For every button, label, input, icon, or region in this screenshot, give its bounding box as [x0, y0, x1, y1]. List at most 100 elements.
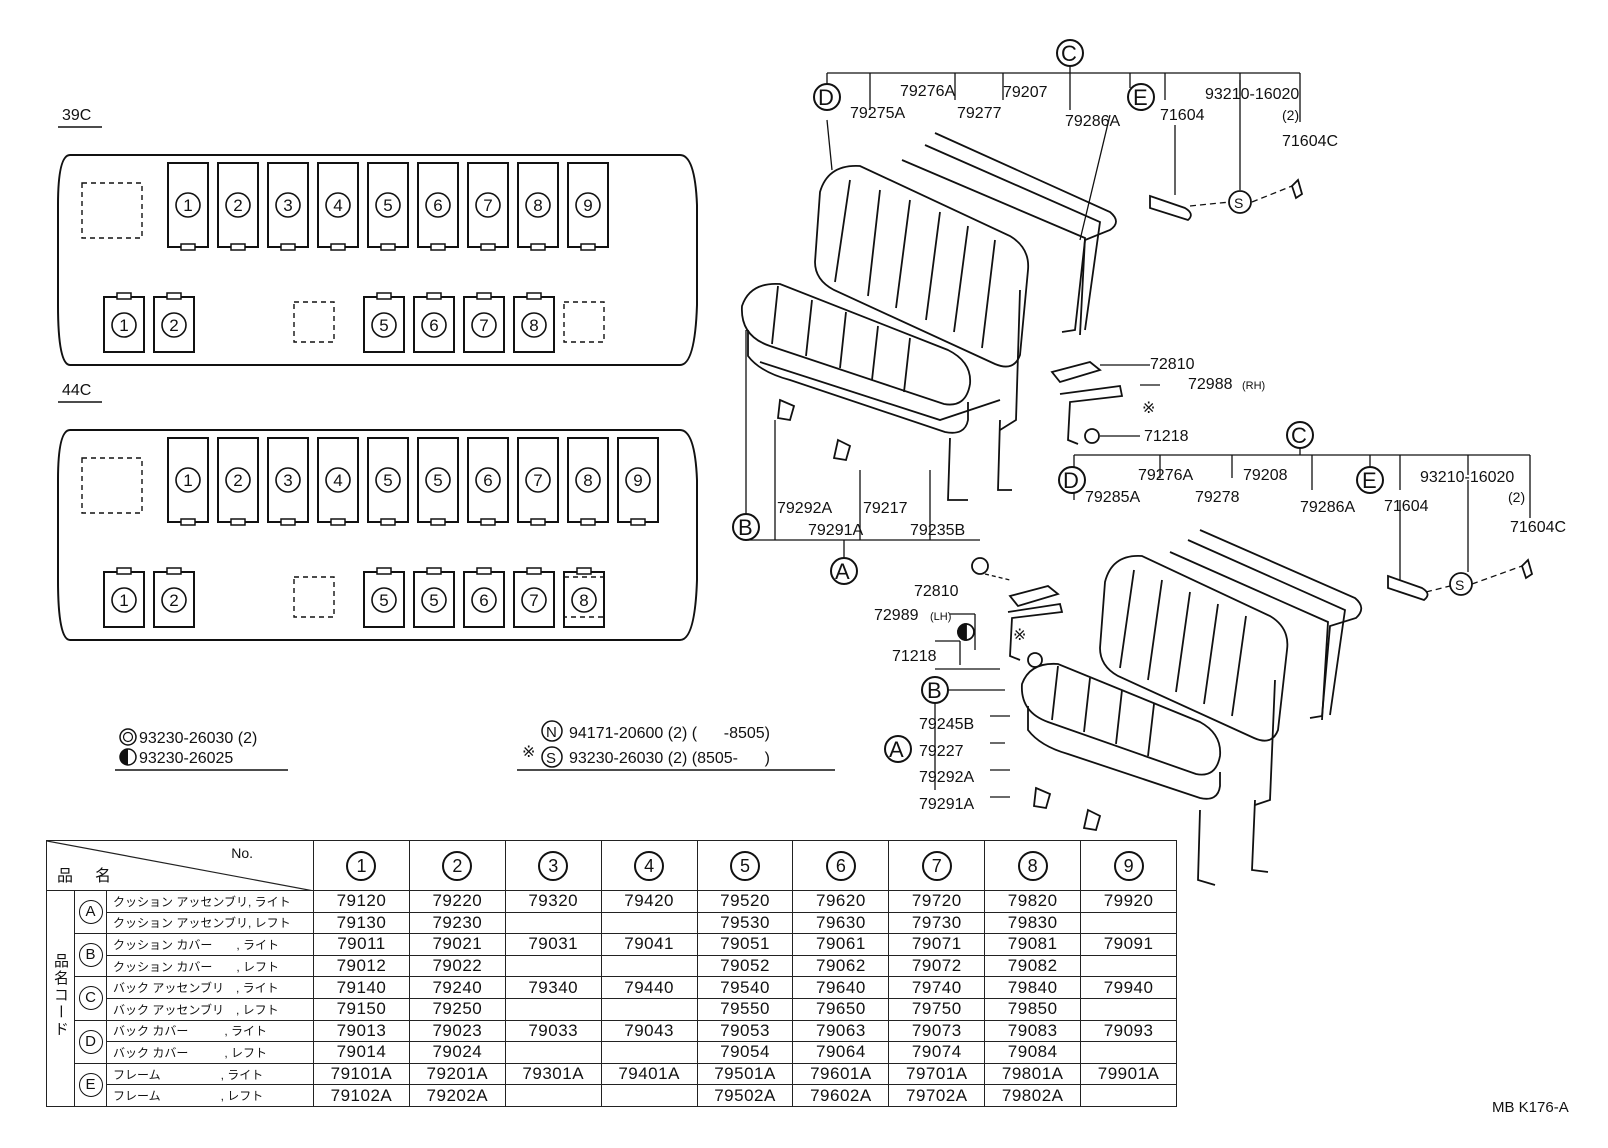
seat-number: 1: [119, 316, 128, 335]
svg-text:79292A: 79292A: [919, 769, 974, 786]
part-number: 79120: [313, 890, 410, 913]
part-name: バック カバー , レフト: [105, 1041, 315, 1064]
part-number: 79011: [313, 933, 410, 956]
n-note: 94171-20600 (2) ( -8505): [569, 725, 770, 742]
part-number: [504, 1084, 602, 1107]
part-number: 79023: [408, 1019, 506, 1043]
part-number: [1080, 997, 1178, 1021]
seat-number: 5: [383, 471, 392, 490]
bus-outline: [57, 429, 698, 641]
svg-text:79278: 79278: [1195, 489, 1240, 506]
seat-number: 2: [233, 471, 242, 490]
col-header: 3: [504, 840, 602, 891]
part-number: [600, 1041, 698, 1064]
part-number: [504, 911, 602, 935]
seat-number: 9: [583, 196, 592, 215]
svg-text:※: ※: [1142, 400, 1155, 417]
bus-outline: [57, 154, 698, 366]
part-number: 79602A: [792, 1084, 890, 1107]
svg-text:※: ※: [522, 744, 535, 761]
part-number: 79550: [696, 997, 794, 1021]
part-number: 79740: [888, 976, 986, 999]
col-header: 4: [600, 840, 698, 891]
seat-number: 8: [579, 591, 588, 610]
svg-text:79217: 79217: [863, 500, 908, 517]
svg-text:C: C: [1061, 41, 1077, 66]
part-name: バック アッセンブリ , ライト: [105, 976, 315, 999]
part-number: 79083: [984, 1019, 1082, 1043]
group-code: A: [74, 889, 107, 935]
part-number: 79520: [696, 890, 794, 913]
svg-text:71604C: 71604C: [1510, 519, 1566, 536]
part-number: 79150: [313, 997, 410, 1021]
part-number: 79061: [792, 933, 890, 956]
part-number: [600, 997, 698, 1021]
part-number: 79071: [888, 933, 986, 956]
part-name: バック アッセンブリ , レフト: [105, 997, 315, 1021]
seat-number: 4: [333, 471, 342, 490]
part-name: フレーム , レフト: [105, 1084, 315, 1107]
svg-text:N: N: [546, 724, 557, 741]
lower-callouts: [934, 440, 1531, 798]
part-number: 79630: [792, 911, 890, 935]
part-number: 79043: [600, 1019, 698, 1043]
seat-number: 3: [283, 196, 292, 215]
part-number: 79230: [408, 911, 506, 935]
part-number: 79024: [408, 1041, 506, 1064]
part-number: 79091: [1080, 933, 1178, 956]
half-circle-note: 93230-26025: [139, 750, 233, 767]
part-number: 79202A: [408, 1084, 506, 1107]
figure-id: MB K176-A: [1492, 1099, 1569, 1116]
seat-number: 4: [333, 196, 342, 215]
part-number: 79081: [984, 933, 1082, 956]
part-number: 79420: [600, 890, 698, 913]
col-header: 2: [408, 840, 506, 891]
svg-text:※: ※: [1013, 627, 1026, 644]
part-number: 79401A: [600, 1062, 698, 1086]
part-number: 79850: [984, 997, 1082, 1021]
part-number: 79802A: [984, 1084, 1082, 1107]
part-number: [504, 997, 602, 1021]
part-number: 79073: [888, 1019, 986, 1043]
layout-label: 39C: [62, 107, 91, 124]
svg-text:71604: 71604: [1384, 498, 1429, 515]
svg-text:(RH): (RH): [1242, 380, 1265, 392]
part-number: 79940: [1080, 976, 1178, 999]
part-number: 79301A: [504, 1062, 602, 1086]
part-name: バック カバー , ライト: [105, 1019, 315, 1043]
part-number: [1080, 954, 1178, 978]
svg-text:B: B: [927, 678, 942, 703]
part-number: 79501A: [696, 1062, 794, 1086]
s-note: 93230-26030 (2) (8505- ): [569, 750, 770, 767]
part-number: [504, 954, 602, 978]
svg-text:71604C: 71604C: [1282, 133, 1338, 150]
part-number: [600, 1084, 698, 1107]
part-number: 79062: [792, 954, 890, 978]
part-name: クッション アッセンブリ, レフト: [105, 911, 315, 935]
layout-label: 44C: [62, 382, 91, 399]
svg-text:S: S: [546, 750, 556, 767]
part-number: [1080, 1084, 1178, 1107]
part-number: 79014: [313, 1041, 410, 1064]
part-number: 79140: [313, 976, 410, 999]
seat-number: 5: [433, 471, 442, 490]
part-number: 79093: [1080, 1019, 1178, 1043]
seat-number: 8: [533, 196, 542, 215]
svg-text:79286A: 79286A: [1300, 499, 1355, 516]
seat-number: 5: [429, 591, 438, 610]
seat-number: 7: [529, 591, 538, 610]
svg-text:(LH): (LH): [930, 611, 951, 623]
part-number: 79640: [792, 976, 890, 999]
lower-labels: C D E B A S 79276A 79208 79285A 79278 79…: [874, 421, 1566, 813]
seat-number: 5: [383, 196, 392, 215]
svg-text:(2): (2): [1282, 107, 1299, 123]
part-number: 79051: [696, 933, 794, 956]
svg-text:C: C: [1291, 423, 1307, 448]
header-no: No.: [231, 845, 254, 861]
